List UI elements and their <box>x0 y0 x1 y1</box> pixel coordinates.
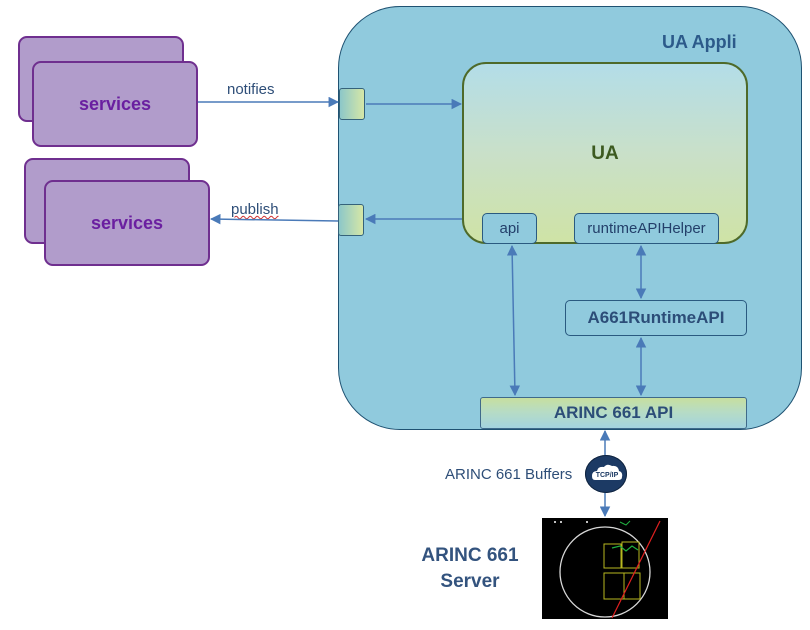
ua-label: UA <box>591 143 619 164</box>
publish-label: publish <box>231 201 279 218</box>
api-port[interactable]: api <box>482 213 537 244</box>
api-arinc-arrow <box>506 244 521 397</box>
notifies-port <box>339 88 365 120</box>
publish-port <box>338 204 364 236</box>
runtime-api-helper-port[interactable]: runtimeAPIHelper <box>574 213 719 244</box>
arinc-661-server-screen <box>542 518 668 619</box>
a661-runtime-api-box[interactable]: A661RuntimeAPI <box>565 300 747 336</box>
arinc-661-api-bar[interactable]: ARINC 661 API <box>480 397 747 429</box>
runtime-api-helper-label: runtimeAPIHelper <box>587 220 706 237</box>
services-label: services <box>90 212 164 233</box>
services-box-top[interactable]: services <box>32 61 198 147</box>
server-label-line1: ARINC 661 <box>421 545 519 566</box>
arinc-661-buffers-label: ARINC 661 Buffers <box>445 466 573 483</box>
notifies-label: notifies <box>227 81 275 98</box>
a661-runtime-api-label: A661RuntimeAPI <box>587 308 725 327</box>
publish-arrow <box>209 213 339 225</box>
server-label-line2: Server <box>440 571 500 592</box>
tcp-ip-label-front: TCP/IP <box>596 472 619 479</box>
arinc-661-server-label: ARINC 661 Server <box>405 543 535 595</box>
api-label: api <box>499 220 520 237</box>
tcp-ip-icon-front: TCP/IP <box>585 455 627 493</box>
ua-appli-title: UA Appli <box>662 32 737 52</box>
services-label: services <box>78 93 152 114</box>
services-box-bottom[interactable]: services <box>44 180 210 266</box>
arinc-661-api-label: ARINC 661 API <box>553 403 674 422</box>
